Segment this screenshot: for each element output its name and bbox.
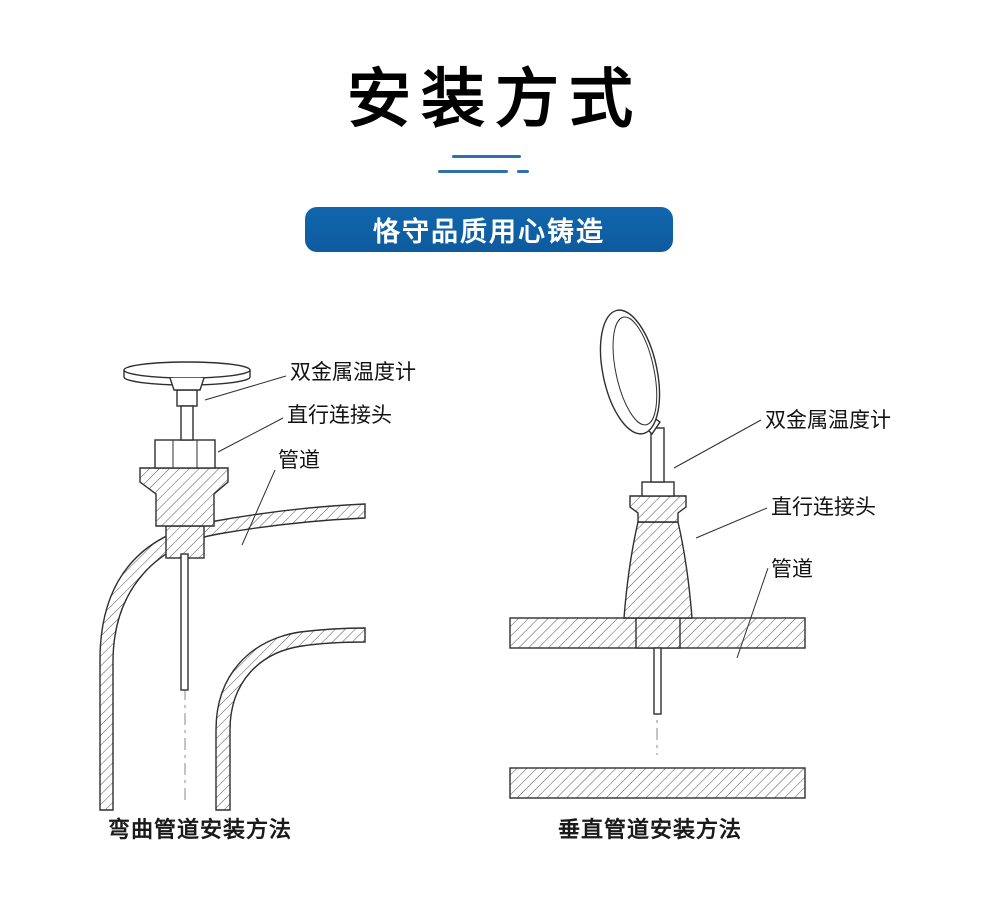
thermometer-stem (650, 427, 665, 483)
label-connector: 直行连接头 (287, 404, 392, 427)
thermometer-dial-rim (612, 316, 658, 426)
temperature-probe (180, 553, 189, 691)
label-connector: 直行连接头 (771, 496, 876, 519)
threaded-boss (165, 525, 205, 559)
leader-pipe (241, 469, 276, 546)
threaded-boss (635, 617, 681, 649)
thermometer-stem (176, 389, 198, 407)
label-thermometer: 双金属温度计 (765, 409, 891, 432)
hex-nut (154, 439, 216, 469)
connector-cap (641, 481, 675, 497)
pipe-bottom-wall (509, 767, 806, 799)
label-thermometer: 双金属温度计 (290, 361, 416, 384)
label-pipe: 管道 (771, 558, 813, 581)
leader-connector (217, 417, 284, 453)
straight-connector-body (139, 467, 229, 527)
temperature-probe (653, 647, 662, 715)
curved-pipe-diagram: 双金属温度计 直行连接头 管道 (99, 361, 416, 811)
caption-vertical-pipe-method: 垂直管道安装方法 (558, 817, 743, 842)
elbow-pipe-inner-wall (215, 627, 366, 811)
divider-line-top (452, 155, 521, 158)
quality-badge-text: 恪守品质用心铸造 (373, 217, 605, 247)
straight-connector-body (623, 521, 693, 619)
thermometer-dial (123, 361, 251, 379)
leader-pipe (736, 567, 769, 659)
leader-connector (695, 507, 768, 539)
caption-curved-pipe-method: 弯曲管道安装方法 (108, 817, 293, 842)
hex-nut (629, 495, 687, 523)
leader-thermometer (673, 419, 762, 469)
divider-dash (517, 170, 529, 173)
divider-line-bottom (438, 170, 508, 173)
dial-mount (169, 377, 205, 391)
label-pipe: 管道 (278, 449, 320, 472)
thermometer-dial (599, 309, 661, 435)
quality-badge: 恪守品质用心铸造 (305, 207, 673, 252)
elbow-pipe-outer-wall (99, 503, 366, 811)
vertical-pipe-diagram: 双金属温度计 直行连接头 管道 (509, 309, 891, 799)
page-title: 安装方式 (347, 63, 643, 135)
leader-thermometer (204, 375, 287, 401)
